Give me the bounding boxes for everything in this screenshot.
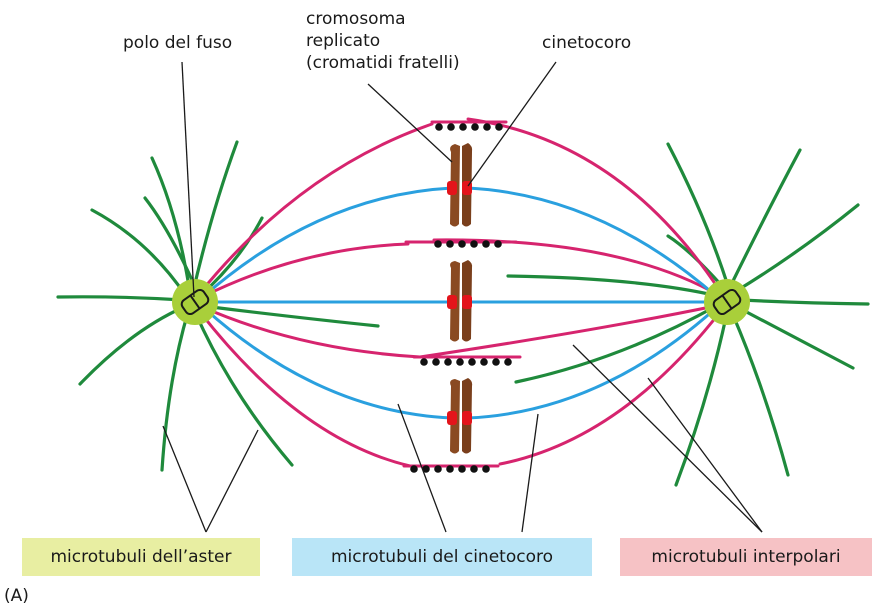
kinetochore-bottom-right	[462, 411, 472, 425]
spindle-pole-right	[704, 279, 750, 325]
motor-proteins	[410, 123, 512, 473]
chromosome-middle	[447, 260, 472, 342]
chromosome-label-line-2: replicato	[306, 30, 460, 52]
chromosome-label-line-3: (cromatidi fratelli)	[306, 52, 460, 74]
panel-label: (A)	[4, 586, 29, 607]
spindle-pole-left	[172, 279, 218, 325]
legend-aster-microtubules: microtubuli dell’aster	[22, 538, 260, 576]
kinetochore-bottom-left	[447, 411, 457, 425]
legend-interpolar-microtubules: microtubuli interpolari	[620, 538, 872, 576]
kinetochore-top-left	[447, 181, 457, 195]
kinetochore-middle-right	[462, 295, 472, 309]
kinetochore-microtubules	[204, 188, 716, 418]
chromosome-bottom	[447, 378, 472, 454]
chromosome-label-line-1: cromosoma	[306, 8, 460, 30]
aster-microtubules-left	[58, 142, 378, 470]
replicated-chromosome-label: cromosoma replicato (cromatidi fratelli)	[306, 8, 460, 74]
aster-microtubules-right	[508, 144, 868, 485]
legend-kinetochore-microtubules: microtubuli del cinetocoro	[292, 538, 592, 576]
spindle-pole-label: polo del fuso	[123, 33, 232, 54]
kinetochore-middle-left	[447, 295, 457, 309]
kinetochore-label: cinetocoro	[542, 33, 631, 54]
